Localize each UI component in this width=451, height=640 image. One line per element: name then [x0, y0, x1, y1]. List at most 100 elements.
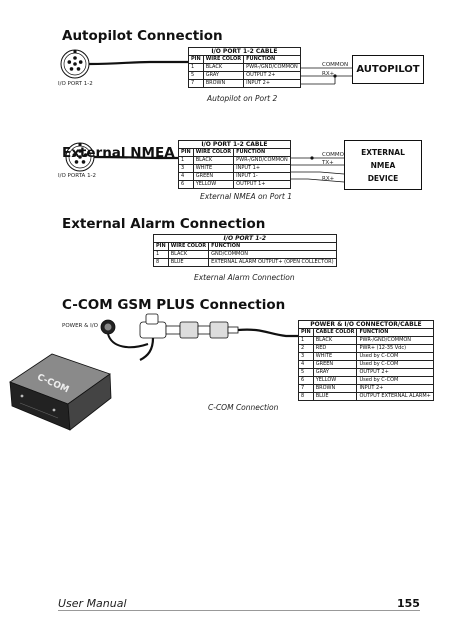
autopilot-caption: Autopilot on Port 2 [207, 94, 278, 103]
alarm-caption: External Alarm Connection [194, 273, 295, 282]
function-cell: GND/COMMON [208, 250, 337, 259]
wire-color-cell: BROWN [312, 384, 358, 393]
pin-cell: 5 [298, 368, 314, 377]
wire-label-common: COMMON [322, 62, 349, 68]
function-cell: EXTERNAL ALARM OUTPUT+ (OPEN COLLECTOR) [208, 258, 337, 267]
function-cell: PWR-/GND/COMMON [356, 336, 434, 345]
wire-color-cell: BLACK [202, 63, 245, 72]
wire-color-cell: YELLOW [312, 376, 358, 385]
wire-label-rx: RX+ [322, 71, 335, 77]
function-cell: Used by C-COM [356, 376, 434, 385]
function-cell: OUTPUT 2+ [243, 71, 301, 80]
autopilot-device-box: AUTOPILOT [352, 55, 424, 84]
column-header: PIN [153, 242, 169, 251]
wire-color-cell: YELLOW [192, 180, 235, 189]
wire-color-cell: RED [312, 344, 358, 353]
wire-color-cell: WHITE [192, 164, 235, 173]
nmea-port-label: I/O PORTA 1-2 [58, 173, 97, 179]
wire-color-cell: BLACK [167, 250, 210, 259]
ccom-port-label: POWER & I/O [62, 323, 98, 329]
pin-cell: 4 [298, 360, 314, 369]
pin-cell: 2 [298, 344, 314, 353]
column-header: FUNCTION [208, 242, 337, 251]
wire-label-common: COMMON [322, 152, 349, 158]
table-row: 4 GREEN INPUT 1- [178, 172, 291, 181]
nmea-cable-line [93, 155, 178, 160]
function-cell: INPUT 1- [233, 172, 291, 181]
wire-color-cell: BLACK [192, 156, 235, 165]
alarm-table: I/O PORT 1-2 PIN WIRE COLOR FUNCTION 1 B… [153, 234, 337, 267]
autopilot-port-label: I/O PORT 1-2 [58, 81, 93, 87]
column-header: WIRE COLOR [167, 242, 210, 251]
alarm-heading: External Alarm Connection [62, 216, 266, 232]
wire-color-cell: BLUE [312, 392, 358, 401]
autopilot-heading: Autopilot Connection [62, 28, 223, 44]
page-number: 155 [397, 597, 420, 610]
ccom-cable-assembly-icon [100, 313, 298, 361]
function-cell: Used by C-COM [356, 360, 434, 369]
function-cell: PWR-/GND/COMMON [233, 156, 291, 165]
pin-cell: 7 [298, 384, 314, 393]
pin-cell: 1 [298, 336, 314, 345]
pin-cell: 1 [153, 250, 169, 259]
table-title: POWER & I/O CONNECTOR/CABLE [298, 320, 434, 329]
nmea-wires [282, 156, 345, 183]
function-cell: Used by C-COM [356, 352, 434, 361]
function-cell: OUTPUT 1+ [233, 180, 291, 189]
ccom-heading: C-COM GSM PLUS Connection [62, 297, 286, 313]
ccom-connector-table: POWER & I/O CONNECTOR/CABLE PIN CABLE CO… [298, 320, 434, 401]
table-row: 3 WHITE INPUT 1+ [178, 164, 291, 173]
pin-cell: 3 [298, 352, 314, 361]
function-cell: INPUT 2+ [243, 79, 301, 88]
device-label: AUTOPILOT [356, 64, 420, 75]
autopilot-cable-table: I/O PORT 1-2 CABLE PIN WIRE COLOR FUNCTI… [188, 47, 301, 88]
pin-cell: 1 [178, 156, 194, 165]
table-row: 6 YELLOW OUTPUT 1+ [178, 180, 291, 189]
autopilot-wires [295, 67, 352, 85]
table-row: 1 BLACK GND/COMMON [153, 250, 337, 259]
wire-color-cell: BLUE [167, 258, 210, 267]
column-header: FUNCTION [243, 55, 301, 64]
function-cell: OUTPUT EXTERNAL ALARM+ [356, 392, 434, 401]
ccom-device-icon [9, 353, 112, 431]
function-cell: INPUT 2+ [356, 384, 434, 393]
table-row: 8 BLUE EXTERNAL ALARM OUTPUT+ (OPEN COLL… [153, 258, 337, 267]
autopilot-cable-line [88, 60, 188, 66]
pin-cell: 3 [178, 164, 194, 173]
column-header: WIRE COLOR [192, 148, 235, 157]
nmea-caption: External NMEA on Port 1 [200, 192, 292, 201]
column-header: FUNCTION [356, 328, 434, 337]
table-row: 1 BLACK PWR-/GND/COMMON [188, 63, 301, 72]
function-cell: PWR-/GND/COMMON [243, 63, 301, 72]
ccom-caption: C-COM Connection [208, 403, 279, 412]
pin-cell: 6 [178, 180, 194, 189]
table-row: 5 GRAY OUTPUT 2+ [188, 71, 301, 80]
column-header: PIN [298, 328, 314, 337]
wire-label-rx: RX+ [322, 176, 335, 182]
wire-color-cell: GREEN [312, 360, 358, 369]
wire-color-cell: GRAY [202, 71, 245, 80]
wire-color-cell: GREEN [192, 172, 235, 181]
wire-color-cell: WHITE [312, 352, 358, 361]
nmea-cable-table: I/O PORT 1-2 CABLE PIN WIRE COLOR FUNCTI… [178, 140, 291, 189]
wire-color-cell: GRAY [312, 368, 358, 377]
pin-cell: 4 [178, 172, 194, 181]
column-header: PIN [188, 55, 204, 64]
pin-cell: 1 [188, 63, 204, 72]
function-cell: INPUT 1+ [233, 164, 291, 173]
column-header: PIN [178, 148, 194, 157]
pin-cell: 8 [153, 258, 169, 267]
table-title: I/O PORT 1-2 [153, 234, 337, 243]
column-header: FUNCTION [233, 148, 291, 157]
wire-color-cell: BROWN [202, 79, 245, 88]
footer-rule [58, 610, 420, 611]
wire-color-cell: BLACK [312, 336, 358, 345]
table-title: I/O PORT 1-2 CABLE [188, 47, 301, 56]
